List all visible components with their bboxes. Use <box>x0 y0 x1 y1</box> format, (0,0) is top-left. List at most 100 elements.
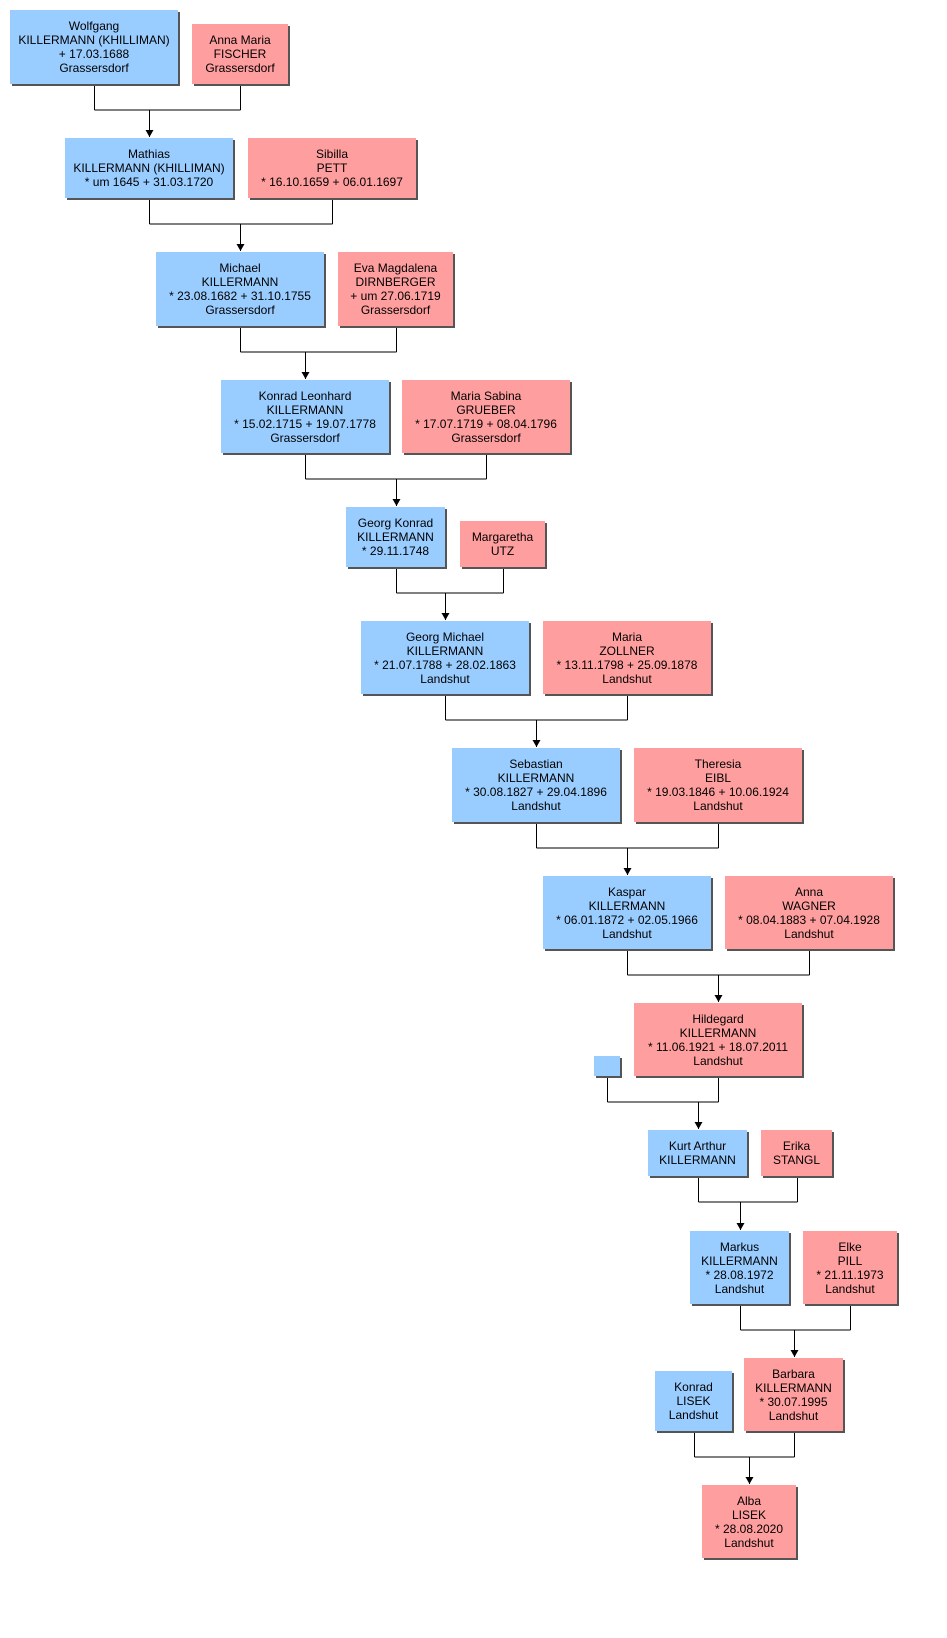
person-text-line: Landshut <box>511 799 561 813</box>
person-text-line: * 13.11.1798 + 25.09.1878 <box>556 657 698 672</box>
person-text-line: KILLERMANN (KHILLIMAN) <box>73 161 225 175</box>
person-text-line: KILLERMANN <box>266 402 344 417</box>
person-text-line: Kaspar <box>607 884 647 899</box>
person-text-line: * 17.07.1719 + 08.04.1796 <box>415 416 557 431</box>
person-text-line: + um 27.06.1719 <box>350 289 441 303</box>
person-text-line: Landshut <box>724 1535 774 1550</box>
person-text-line: Georg Konrad <box>357 516 434 530</box>
person-text-line: KILLERMANN <box>701 1253 778 1268</box>
person-text-line: * 21.11.1973 <box>816 1267 884 1282</box>
person-text-line: KILLERMANN <box>755 1380 832 1395</box>
person-text-line: * 28.08.2020 <box>714 1521 784 1536</box>
person-text-line: Kurt Arthur <box>668 1139 727 1153</box>
person-text-line: Barbara <box>772 1366 815 1381</box>
person-text-line: * 30.08.1827 + 29.04.1896 <box>465 785 607 799</box>
person-text-line: * 16.10.1659 + 06.01.1697 <box>261 175 403 189</box>
person-text-line: + 17.03.1688 <box>58 47 130 61</box>
person-text-line: Mathias <box>127 147 171 161</box>
person-text-line: Sebastian <box>509 757 563 771</box>
person-text-line: Elke <box>838 1239 862 1254</box>
person-text-line: ZOLLNER <box>599 643 655 658</box>
person-text-line: KILLERMANN <box>659 1153 736 1167</box>
person-text-line: Georg Michael <box>405 629 485 644</box>
person-text-line: Landshut <box>784 926 834 941</box>
person-text-line: Michael <box>219 261 261 275</box>
person-text-line: Landshut <box>714 1281 765 1296</box>
person-text-line: * 08.04.1883 + 07.04.1928 <box>738 912 880 927</box>
person-text-line: STANGL <box>772 1153 821 1167</box>
person-text-line: * 06.01.1872 + 02.05.1966 <box>556 912 698 927</box>
person-text-line: KILLERMANN <box>406 643 484 658</box>
person-text-line: WAGNER <box>782 898 836 913</box>
person-text-line: * 30.07.1995 <box>759 1394 828 1409</box>
person-text-line: * um 1645 + 31.03.1720 <box>84 175 214 189</box>
person-text-line: * 23.08.1682 + 31.10.1755 <box>169 289 311 303</box>
person-text-line: Grassersdorf <box>205 303 275 317</box>
person-text-line: * 19.03.1846 + 10.06.1924 <box>647 785 789 799</box>
person-text-line: Hildegard <box>692 1011 744 1026</box>
person-text-line: KILLERMANN <box>679 1025 757 1040</box>
person-text-line: KILLERMANN <box>497 771 575 785</box>
person-text-line: Landshut <box>602 926 652 941</box>
person-box-unknown[interactable] <box>594 1056 620 1076</box>
person-text-line: PILL <box>837 1253 863 1268</box>
person-text-line: Landshut <box>693 1053 743 1068</box>
person-text-line: DIRNBERGER <box>355 275 436 289</box>
person-text-line: * 28.08.1972 <box>705 1267 774 1282</box>
person-text-line: Alba <box>736 1493 762 1508</box>
person-text-line: EIBL <box>704 771 731 785</box>
person-text-line: Markus <box>719 1239 760 1254</box>
person-text-line: Landshut <box>825 1281 875 1296</box>
person-text-line: Anna Maria <box>209 33 271 47</box>
person-text-line: Anna <box>794 884 824 899</box>
person-text-line: Eva Magdalena <box>353 261 438 275</box>
person-text-line: LISEK <box>676 1394 711 1408</box>
person-text-line: UTZ <box>490 544 515 558</box>
person-text-line: KILLERMANN <box>357 530 434 544</box>
person-text-line: * 21.07.1788 + 28.02.1863 <box>374 657 516 672</box>
person-text-line: PETT <box>316 161 348 175</box>
person-text-line: Konrad <box>674 1380 713 1394</box>
person-text-line: Grassersdorf <box>205 61 275 75</box>
person-text-line: * 15.02.1715 + 19.07.1778 <box>234 416 376 431</box>
person-text-line: Maria <box>611 629 642 644</box>
person-text-line: KILLERMANN <box>588 898 666 913</box>
person-text-line: Sibilla <box>315 147 348 161</box>
person-text-line: KILLERMANN (KHILLIMAN) <box>18 33 170 47</box>
person-text-line: Wolfgang <box>68 19 120 33</box>
person-text-line: Grassersdorf <box>360 303 431 317</box>
person-text-line: Landshut <box>668 1408 719 1422</box>
person-text-line: Grassersdorf <box>59 61 129 75</box>
person-text-line: Maria Sabina <box>450 388 522 403</box>
person-text-line: Landshut <box>420 671 470 686</box>
person-text-line: Grassersdorf <box>451 430 521 445</box>
person-text-line: Grassersdorf <box>270 430 340 445</box>
person-text-line: * 29.11.1748 <box>361 544 430 558</box>
